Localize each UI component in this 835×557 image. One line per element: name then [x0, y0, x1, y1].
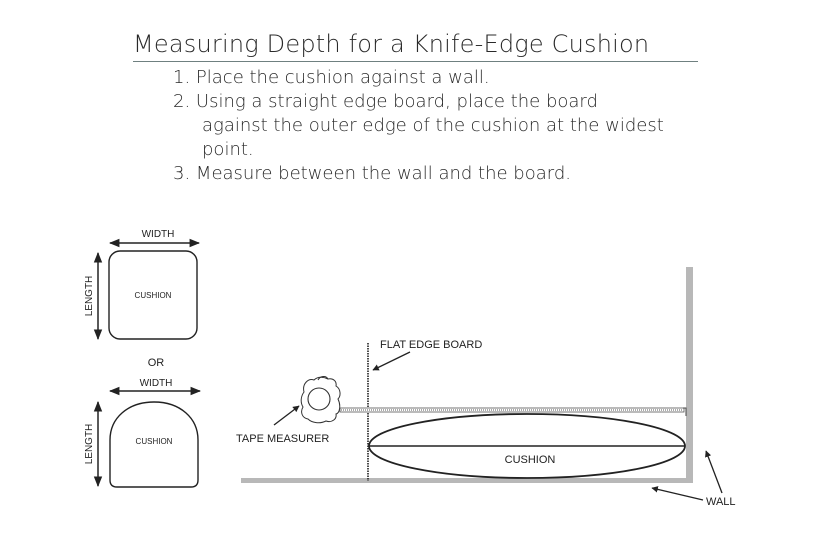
step-3: 3. Measure between the wall and the boar… [173, 162, 664, 186]
tape-measurer-button [317, 376, 329, 381]
rounded-cushion-shape [109, 401, 199, 488]
step-continuation: against the outer edge of the cushion at… [202, 115, 664, 136]
tape-measurer [300, 376, 341, 424]
or-separator: OR [148, 357, 165, 369]
floor-pointer-arrow [651, 486, 704, 501]
cushion-label: CUSHION [505, 454, 556, 466]
step-number: 3. [173, 163, 191, 184]
instruction-steps: 1. Place the cushion against a wall. 2. … [173, 66, 664, 186]
square-cushion-view: WIDTH LENGTH CUSHION [84, 229, 201, 341]
board-label: FLAT EDGE BOARD [380, 339, 482, 351]
wall-pointer-arrow [705, 450, 723, 494]
length-label: LENGTH [84, 424, 95, 465]
page-title: Measuring Depth for a Knife-Edge Cushion [133, 30, 650, 58]
title-underline [133, 61, 698, 62]
square-cushion-shape [108, 250, 198, 340]
cushion-label: CUSHION [135, 291, 172, 300]
cushion-label: CUSHION [136, 437, 173, 446]
step-number: 2. [173, 91, 191, 112]
length-label: LENGTH [84, 276, 95, 317]
tape-measurer-reel [307, 387, 331, 411]
board-pointer-arrow [372, 351, 411, 371]
side-view: FLAT EDGE BOARD TAPE MEASURER CUSHION WA… [236, 267, 736, 508]
wall-label: WALL [706, 496, 736, 508]
rounded-cushion-view: WIDTH LENGTH CUSHION [84, 378, 202, 488]
width-label: WIDTH [142, 229, 175, 240]
width-label: WIDTH [140, 378, 173, 389]
wall [686, 267, 693, 483]
tape-pointer-arrow [273, 405, 300, 426]
tape-label: TAPE MEASURER [236, 433, 329, 445]
step-text: Place the cushion against a wall. [195, 67, 490, 88]
tape-measurer-body [300, 376, 341, 424]
step-text: Using a straight edge board, place the b… [195, 91, 598, 112]
step-1: 1. Place the cushion against a wall. [173, 66, 664, 90]
step-number: 1. [173, 67, 191, 88]
floor [241, 478, 693, 483]
tape-hook [683, 407, 687, 416]
step-text: Measure between the wall and the board. [195, 163, 571, 184]
step-continuation: point. [202, 139, 254, 160]
step-2: 2. Using a straight edge board, place th… [173, 90, 664, 162]
